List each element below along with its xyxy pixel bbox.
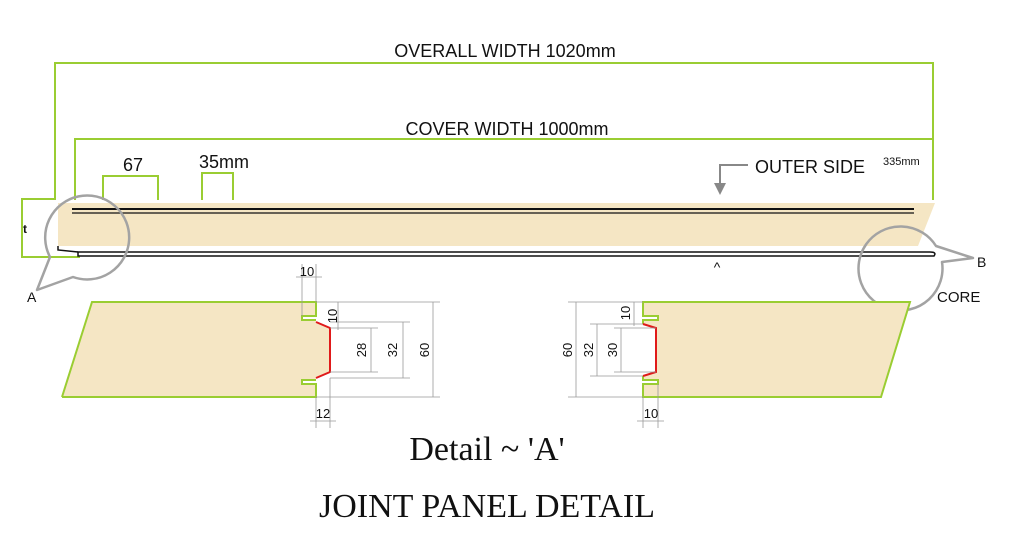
callout-a-label: A [27, 289, 37, 305]
outer-side-dimension: 335mm [883, 156, 920, 168]
right-detail-groove [642, 323, 657, 377]
right-dim-30: 30 [605, 343, 620, 357]
panel-left-edge [57, 246, 79, 253]
outer-side-leader [719, 164, 748, 185]
callout-a-circle [35, 194, 131, 292]
caret-mark: ^ [714, 259, 721, 275]
left-dim-small: 10 [325, 309, 340, 323]
right-detail-dimension-lines [568, 301, 664, 428]
left-dim-32: 32 [385, 343, 400, 357]
right-dim-bottom: 10 [644, 406, 658, 421]
outer-side-arrowhead [714, 183, 726, 195]
rib-width-label: 35mm [199, 152, 249, 172]
outer-side-label: OUTER SIDE [755, 157, 865, 177]
left-detail-panel [62, 302, 330, 397]
left-dim-bottom: 12 [316, 406, 330, 421]
callout-b-label: B [977, 254, 986, 270]
right-dim-small: 10 [618, 306, 633, 320]
right-dim-60: 60 [560, 343, 575, 357]
right-detail-panel [643, 302, 910, 397]
drawing-title: JOINT PANEL DETAIL [319, 488, 655, 525]
left-dim-60: 60 [417, 343, 432, 357]
left-detail-tongue [315, 321, 331, 379]
panel-bottom-skin [77, 251, 936, 257]
right-dim-32: 32 [581, 343, 596, 357]
detail-caption: Detail ~ 'A' [409, 431, 564, 468]
core-label: CORE [937, 289, 980, 306]
left-detail-green-edge [61, 301, 317, 398]
overall-width-bracket [54, 62, 934, 200]
thickness-label: t [23, 222, 27, 236]
rib-pitch-bracket [102, 175, 159, 200]
overall-width-label: OVERALL WIDTH 1020mm [394, 41, 615, 61]
callout-b-circle [857, 225, 975, 312]
left-dim-top: 10 [300, 264, 314, 279]
cover-width-label: COVER WIDTH 1000mm [405, 119, 608, 139]
right-detail-green-edge [642, 301, 912, 398]
left-dim-28: 28 [354, 343, 369, 357]
cover-width-bracket [74, 138, 933, 200]
left-detail-dimension-lines [296, 264, 440, 428]
panel-body [58, 203, 935, 246]
rib-pitch-label: 67 [123, 155, 143, 175]
rib-width-bracket [201, 172, 234, 200]
